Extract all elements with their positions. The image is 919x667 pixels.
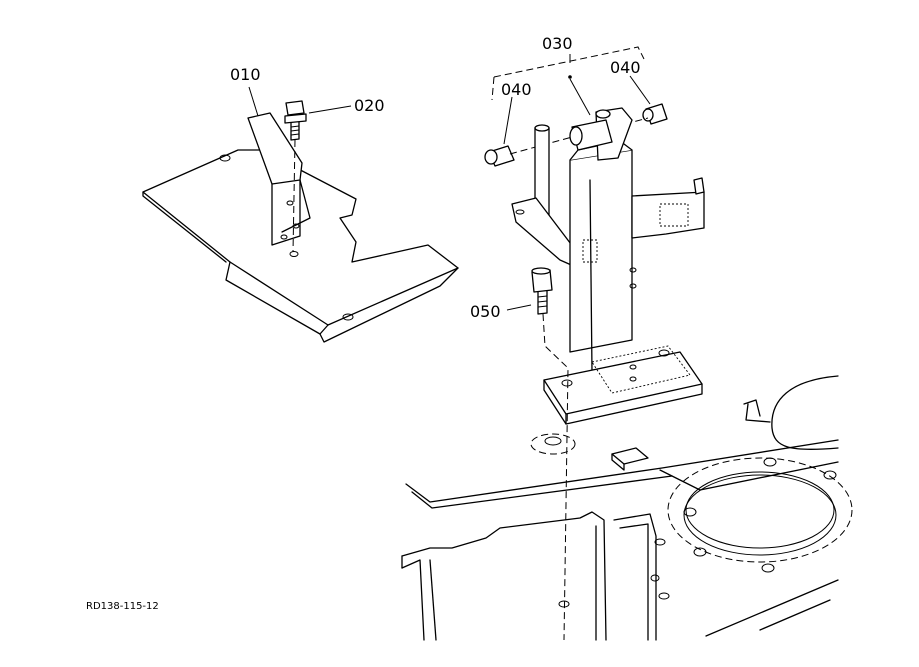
callout-040-right: 040 bbox=[610, 58, 641, 77]
reference-code: RD138-115-12 bbox=[86, 601, 159, 612]
engine-block bbox=[401, 375, 853, 641]
callout-020: 020 bbox=[354, 96, 385, 115]
callout-010: 010 bbox=[230, 65, 261, 84]
callout-030: 030 bbox=[542, 34, 573, 53]
plate-010-assembly bbox=[142, 86, 459, 343]
callout-040-left: 040 bbox=[501, 80, 532, 99]
bracket-030-assembly bbox=[484, 46, 705, 641]
callout-050: 050 bbox=[470, 302, 501, 321]
